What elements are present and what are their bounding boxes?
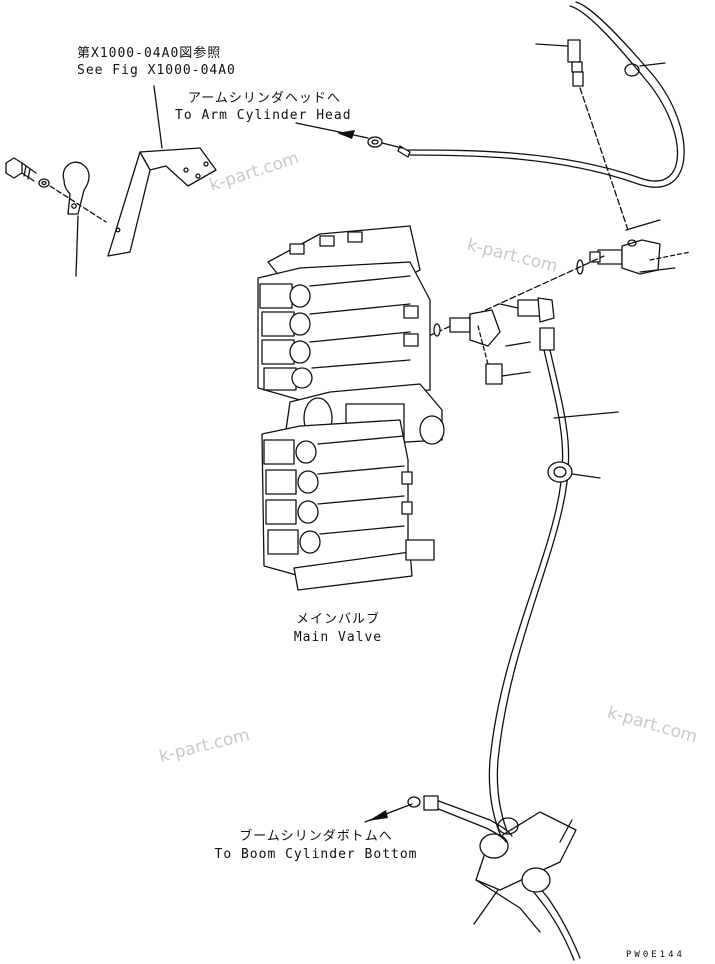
bracket	[107, 85, 217, 257]
bolt-washer-clamp	[5, 157, 107, 277]
arm-cylinder-hose	[295, 1, 685, 231]
boom-cylinder-bottom-label-en: To Boom Cylinder Bottom	[214, 847, 418, 862]
valve-fittings	[433, 297, 555, 385]
see-fig-label-jp: 第X1000-04A0図参照	[77, 46, 222, 61]
arm-cylinder-head-label-jp: アームシリンダヘッドへ	[188, 91, 341, 106]
main-valve-block	[257, 225, 445, 591]
drawing-code: PW0E144	[626, 950, 685, 960]
main-valve-label-jp: メインバルブ	[295, 612, 381, 627]
main-valve-label-en: Main Valve	[293, 630, 383, 645]
boom-cylinder-hose	[364, 327, 619, 961]
arm-cylinder-head-label-en: To Arm Cylinder Head	[175, 108, 352, 123]
fittings-right	[419, 219, 691, 341]
see-fig-label-en: See Fig X1000-04A0	[77, 63, 236, 78]
boom-cylinder-bottom-label-jp: ブームシリンダボトムへ	[239, 829, 393, 844]
